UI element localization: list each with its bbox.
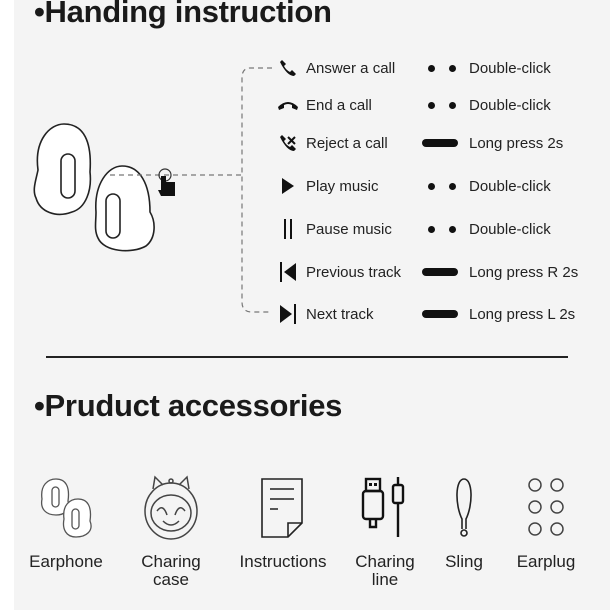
dot-icon xyxy=(428,101,435,109)
control-row: End a call Double-click xyxy=(276,93,551,117)
sling-icon xyxy=(409,475,519,541)
accessory-label: Earplug xyxy=(516,552,576,571)
press-indicator xyxy=(422,225,462,233)
control-row: Reject a call Long press 2s xyxy=(276,131,563,155)
control-row: Pause music Double-click xyxy=(276,217,551,241)
dot-icon xyxy=(449,225,456,233)
control-label: Next track xyxy=(306,305,374,323)
earphone-icon xyxy=(11,475,121,541)
control-label: End a call xyxy=(306,96,372,114)
earplug-icon xyxy=(491,475,601,541)
accessory-label: Sling xyxy=(445,552,483,571)
control-row: Previous track Long press R 2s xyxy=(276,260,578,284)
phone-answer-icon xyxy=(276,58,300,78)
dot-icon xyxy=(428,182,435,190)
press-indicator xyxy=(422,64,462,72)
control-label: Reject a call xyxy=(306,134,388,152)
control-action: Long press R 2s xyxy=(469,263,579,281)
press-indicator xyxy=(422,268,462,276)
dot-icon xyxy=(449,64,456,72)
control-action: Double-click xyxy=(469,96,551,114)
section-divider xyxy=(46,356,568,358)
long-press-bar-icon xyxy=(422,139,458,147)
control-label: Previous track xyxy=(306,263,402,281)
phone-reject-icon xyxy=(276,133,300,153)
play-icon xyxy=(276,176,300,196)
control-action: Double-click xyxy=(469,177,551,195)
charging-cable-icon xyxy=(330,475,440,541)
next-track-icon xyxy=(276,304,300,324)
instructions-icon xyxy=(228,475,338,541)
control-action: Long press 2s xyxy=(469,134,564,152)
accessory-item: Sling xyxy=(409,475,519,571)
accessory-label: Instructions xyxy=(239,552,327,571)
dot-icon xyxy=(449,101,456,109)
handling-title: •Handing instruction xyxy=(34,0,332,29)
accessory-item: Earplug xyxy=(491,475,601,571)
accessory-label: Earphone xyxy=(29,552,103,571)
background xyxy=(14,0,610,610)
dot-icon xyxy=(428,225,435,233)
control-label: Play music xyxy=(306,177,379,195)
previous-track-icon xyxy=(276,262,300,282)
earbuds-diagram xyxy=(33,67,272,313)
dot-icon xyxy=(449,182,456,190)
control-row: Play music Double-click xyxy=(276,174,551,198)
accessory-item: Instructions xyxy=(228,475,338,571)
control-row: Next track Long press L 2s xyxy=(276,302,575,326)
control-action: Double-click xyxy=(469,59,551,77)
finger-tap-icon xyxy=(158,176,175,196)
control-label: Answer a call xyxy=(306,59,396,77)
control-label: Pause music xyxy=(306,220,392,238)
press-indicator xyxy=(422,139,462,147)
control-action: Double-click xyxy=(469,220,551,238)
accessory-item: Earphone xyxy=(11,475,121,571)
dot-icon xyxy=(428,64,435,72)
control-action: Long press L 2s xyxy=(469,305,576,323)
phone-hangup-icon xyxy=(276,95,300,115)
press-indicator xyxy=(422,182,462,190)
control-row: Answer a call Double-click xyxy=(276,56,551,80)
press-indicator xyxy=(422,101,462,109)
long-press-bar-icon xyxy=(422,268,458,276)
long-press-bar-icon xyxy=(422,310,458,318)
press-indicator xyxy=(422,310,462,318)
pause-icon xyxy=(276,219,300,239)
accessories-title: •Pruduct accessories xyxy=(34,388,343,423)
charging-case-icon xyxy=(116,475,226,541)
